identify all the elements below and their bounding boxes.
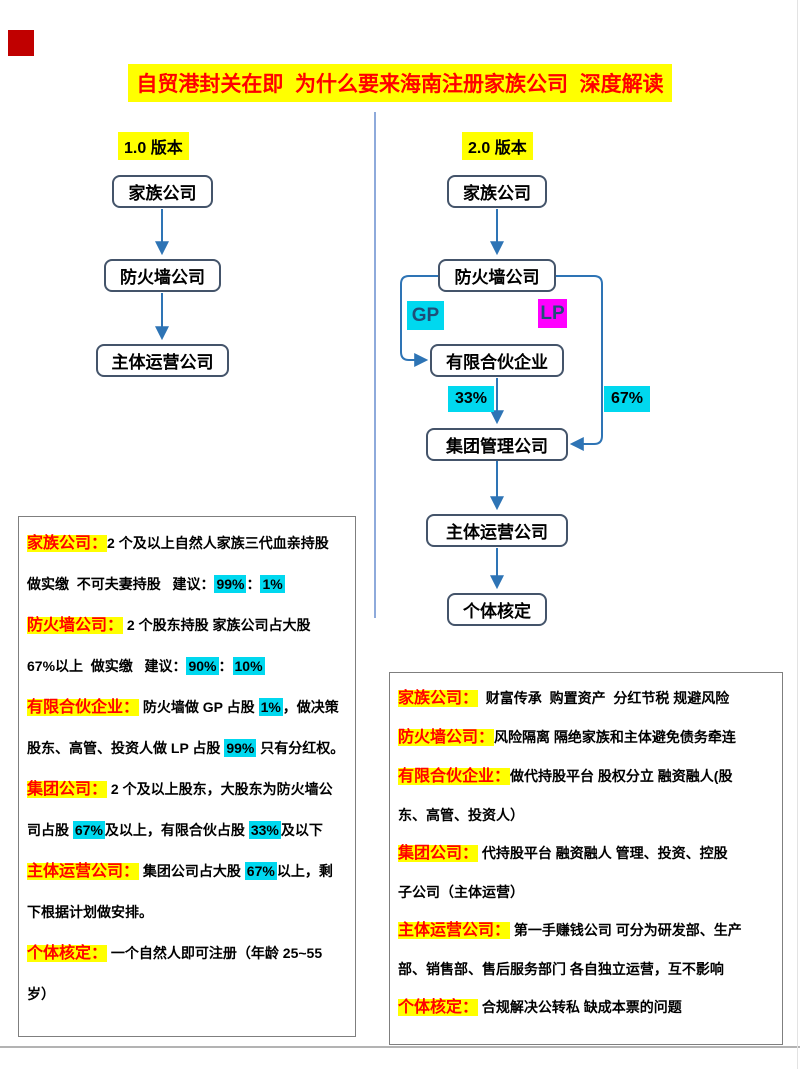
bottom-rule xyxy=(0,1046,800,1048)
definition-entry: 家族公司： 财富传承 购置资产 分红节税 规避风险 xyxy=(398,679,774,718)
flow-node-firewall-company-v2: 防火墙公司 xyxy=(438,259,556,292)
highlighted-value: 67% xyxy=(244,862,277,880)
text-run: 及以下 xyxy=(280,822,323,838)
term-label: 防火墙公司： xyxy=(27,617,124,634)
definition-entry: 有限合伙企业：做代持股平台 股权分立 融资融人(股 东、高管、投资人） xyxy=(398,757,774,834)
text-run: 2 个及以上自然人家族三代血亲持股 做实缴 不可夫妻持股 建议： xyxy=(27,535,329,592)
flow-node-limited-partnership-v2: 有限合伙企业 xyxy=(430,344,564,377)
version-label-v2: 2.0 版本 xyxy=(462,132,533,160)
flow-node-operating-company-v1: 主体运营公司 xyxy=(96,344,229,377)
term-label: 个体核定： xyxy=(27,945,108,962)
text-run: ： xyxy=(218,658,233,674)
term-label: 集团公司： xyxy=(27,781,108,798)
definitions-panel: 家族公司：2 个及以上自然人家族三代血亲持股 做实缴 不可夫妻持股 建议：99%… xyxy=(18,516,356,1037)
text-run: 只有分红权。 xyxy=(256,740,345,756)
term-label: 个体核定： xyxy=(398,999,479,1016)
term-label: 主体运营公司： xyxy=(27,863,140,880)
gp-label: GP xyxy=(407,301,444,330)
flow-node-operating-company-v2: 主体运营公司 xyxy=(426,514,568,547)
term-label: 有限合伙企业： xyxy=(398,768,511,785)
flow-node-family-company-v1: 家族公司 xyxy=(112,175,213,208)
title-row: 自贸港封关在即 为什么要来海南注册家族公司 深度解读 xyxy=(0,64,800,102)
partnership-share-label: 33% xyxy=(448,386,494,412)
right-edge-rule xyxy=(797,0,798,1069)
functions-panel: 家族公司： 财富传承 购置资产 分红节税 规避风险防火墙公司：风险隔离 隔绝家族… xyxy=(389,672,783,1045)
definition-entry: 个体核定： 合规解决公转私 缺成本票的问题 xyxy=(398,988,774,1027)
flow-node-family-company-v2: 家族公司 xyxy=(447,175,547,208)
highlighted-value: 99% xyxy=(224,739,257,757)
definition-entry: 有限合伙企业： 防火墙做 GP 占股 1%，做决策 股东、高管、投资人做 LP … xyxy=(27,687,347,769)
definition-entry: 主体运营公司： 第一手赚钱公司 可分为研发部、生产 部、销售部、售后服务部门 各… xyxy=(398,911,774,988)
text-run: 一个自然人即可注册（年龄 25~55 岁） xyxy=(27,945,323,1002)
definition-entry: 防火墙公司： 2 个股东持股 家族公司占大股 67%以上 做实缴 建议：90%：… xyxy=(27,605,347,687)
version-label-v1: 1.0 版本 xyxy=(118,132,189,160)
definition-entry: 防火墙公司：风险隔离 隔绝家族和主体避免债务牵连 xyxy=(398,718,774,757)
text-run: ，做决策 股东、高管、投资人做 LP 占股 xyxy=(27,699,339,756)
text-run: ： xyxy=(246,576,261,592)
term-label: 家族公司： xyxy=(398,690,479,707)
highlighted-value: 67% xyxy=(72,821,105,839)
highlighted-value: 33% xyxy=(248,821,281,839)
definition-entry: 主体运营公司： 集团公司占大股 67%以上，剩 下根据计划做安排。 xyxy=(27,851,347,933)
text-run: 集团公司占大股 xyxy=(139,863,245,879)
flow-node-group-management-company-v2: 集团管理公司 xyxy=(426,428,568,461)
term-label: 主体运营公司： xyxy=(398,922,511,939)
flow-node-individual-assessment-v2: 个体核定 xyxy=(447,593,547,626)
term-label: 有限合伙企业： xyxy=(27,699,140,716)
text-run: 防火墙做 GP 占股 xyxy=(139,699,259,715)
term-label: 家族公司： xyxy=(27,535,108,552)
text-run: 2 个股东持股 家族公司占大股 67%以上 做实缴 建议： xyxy=(27,617,311,674)
definition-entry: 个体核定： 一个自然人即可注册（年龄 25~55 岁） xyxy=(27,933,347,1015)
definition-entry: 集团公司： 2 个及以上股东，大股东为防火墙公 司占股 67%及以上，有限合伙占… xyxy=(27,769,347,851)
lp-label: LP xyxy=(538,299,567,328)
column-divider xyxy=(374,112,376,618)
flow-node-firewall-company-v1: 防火墙公司 xyxy=(104,259,221,292)
text-run: 财富传承 购置资产 分红节税 规避风险 xyxy=(478,690,730,706)
term-label: 防火墙公司： xyxy=(398,729,495,746)
highlighted-value: 99% xyxy=(214,575,247,593)
highlighted-value: 1% xyxy=(258,698,283,716)
text-run: 做代持股平台 股权分立 融资融人(股 东、高管、投资人） xyxy=(398,768,733,823)
definition-entry: 家族公司：2 个及以上自然人家族三代血亲持股 做实缴 不可夫妻持股 建议：99%… xyxy=(27,523,347,605)
text-run: 2 个及以上股东，大股东为防火墙公 司占股 xyxy=(27,781,333,838)
red-logo-square xyxy=(8,30,34,56)
page-title: 自贸港封关在即 为什么要来海南注册家族公司 深度解读 xyxy=(128,64,672,102)
highlighted-value: 1% xyxy=(260,575,285,593)
highlighted-value: 90% xyxy=(186,657,219,675)
firewall-share-label: 67% xyxy=(604,386,650,412)
text-run: 风险隔离 隔绝家族和主体避免债务牵连 xyxy=(494,729,736,745)
text-run: 以上，剩 下根据计划做安排。 xyxy=(27,863,333,920)
text-run: 合规解决公转私 缺成本票的问题 xyxy=(478,999,682,1015)
text-run: 第一手赚钱公司 可分为研发部、生产 部、销售部、售后服务部门 各自独立运营，互不… xyxy=(398,922,742,977)
highlighted-value: 10% xyxy=(232,657,265,675)
text-run: 代持股平台 融资融人 管理、投资、控股 子公司（主体运营） xyxy=(398,845,728,900)
definition-entry: 集团公司： 代持股平台 融资融人 管理、投资、控股 子公司（主体运营） xyxy=(398,834,774,911)
text-run: 及以上，有限合伙占股 xyxy=(104,822,249,838)
term-label: 集团公司： xyxy=(398,845,479,862)
